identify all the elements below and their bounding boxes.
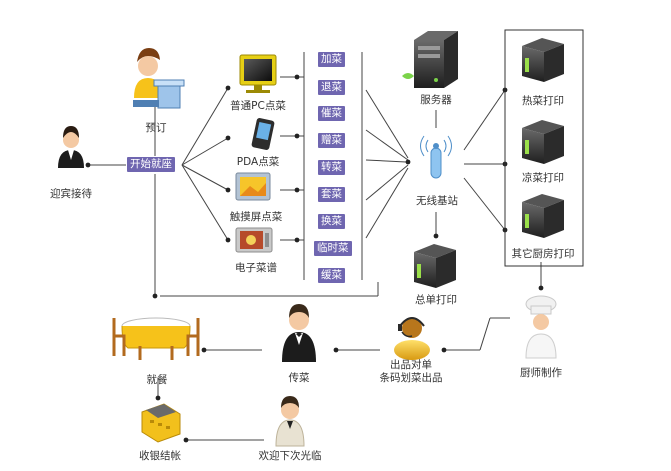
e-menu-icon (235, 227, 273, 253)
connector-base-hot (463, 89, 506, 151)
connector-ops-base-2 (365, 129, 409, 161)
summary-printer-icon (414, 244, 456, 288)
dot (183, 437, 189, 443)
connector-seating-pda (181, 137, 229, 166)
touchscreen-icon (235, 172, 271, 201)
connector-ops-base-4 (365, 164, 409, 201)
greeter-person-icon (58, 126, 84, 168)
dot (294, 187, 300, 193)
connector-seating-emenu (181, 164, 229, 241)
greeter-label: 迎宾接待 (50, 188, 92, 200)
connector-seating-touch (181, 164, 229, 191)
cold-printer-label: 凉菜打印 (522, 172, 564, 184)
op-return-dish: 退菜 (318, 80, 345, 95)
op-rush-dish: 催菜 (318, 106, 345, 121)
connector-chef-dispatch-b (479, 317, 491, 351)
pda-order-label: PDA点菜 (236, 156, 280, 168)
kitchen-printer-label: 其它厨房打印 (511, 248, 575, 260)
hot-printer-label: 热菜打印 (522, 95, 564, 107)
chef-person-icon (525, 295, 557, 359)
op-set-meal: 套菜 (318, 187, 345, 202)
touchscreen-order-label: 触摸屏点菜 (229, 211, 283, 223)
summary-printer-label: 总单打印 (415, 294, 457, 306)
farewell-person-icon (275, 396, 305, 447)
connector-ops-base-3 (365, 159, 407, 163)
dining-label: 就餐 (146, 374, 168, 386)
chef-label: 厨师制作 (520, 367, 562, 379)
server-label: 服务器 (420, 94, 452, 106)
e-menu-label: 电子菜谱 (235, 262, 277, 274)
cashier-label: 收银结帐 (139, 450, 181, 462)
booking-label: 预订 (145, 122, 167, 134)
dispatch-person-icon (394, 317, 430, 360)
start-seating-badge: 开始就座 (127, 157, 175, 172)
dot (225, 85, 231, 91)
dot (201, 347, 207, 353)
serve-label: 传菜 (288, 372, 310, 384)
hot-dish-printer-icon (522, 38, 564, 82)
pda-device-icon (251, 118, 275, 150)
op-temp-dish: 临时菜 (314, 241, 352, 256)
printer-group-frame (504, 29, 584, 267)
connectors (88, 52, 542, 441)
op-add-dish: 加菜 (318, 52, 345, 67)
dot (294, 133, 300, 139)
connector-ops-base-5 (365, 167, 409, 239)
dot (333, 347, 339, 353)
connector-dots (85, 74, 544, 443)
dispatch-label-line2: 条码划菜出品 (379, 372, 443, 384)
booking-person-icon (133, 48, 185, 109)
dining-table-icon (112, 317, 200, 360)
op-gift-dish: 赠菜 (318, 133, 345, 148)
dot (85, 162, 91, 168)
connector-ops-base-1 (365, 89, 409, 159)
pc-monitor-icon (239, 54, 277, 93)
dot (441, 347, 447, 353)
cold-dish-printer-icon (522, 120, 564, 164)
pc-order-label: 普通PC点菜 (230, 100, 286, 112)
dot (433, 233, 439, 239)
dot (152, 293, 158, 299)
dot (294, 237, 300, 243)
op-delay-dish: 缓菜 (318, 268, 345, 283)
cashier-calculator-icon (141, 403, 181, 443)
dot (294, 74, 300, 80)
dot (538, 285, 544, 291)
waiter-person-icon (282, 304, 316, 362)
dot (405, 159, 411, 165)
kitchen-printer-icon (522, 194, 564, 238)
farewell-label: 欢迎下次光临 (258, 450, 322, 462)
op-swap-dish: 换菜 (318, 214, 345, 229)
connector-base-kitchen (463, 177, 506, 231)
connector-seating-pc (181, 87, 229, 166)
dot (225, 237, 231, 243)
base-station-label: 无线基站 (416, 195, 458, 207)
dot (225, 135, 231, 141)
dot (225, 187, 231, 193)
dot (155, 395, 161, 401)
op-transfer-dish: 转菜 (318, 160, 345, 175)
dispatch-label-line1: 出品对单 (390, 359, 432, 371)
wireless-base-icon (420, 135, 452, 179)
server-icon (402, 31, 458, 88)
